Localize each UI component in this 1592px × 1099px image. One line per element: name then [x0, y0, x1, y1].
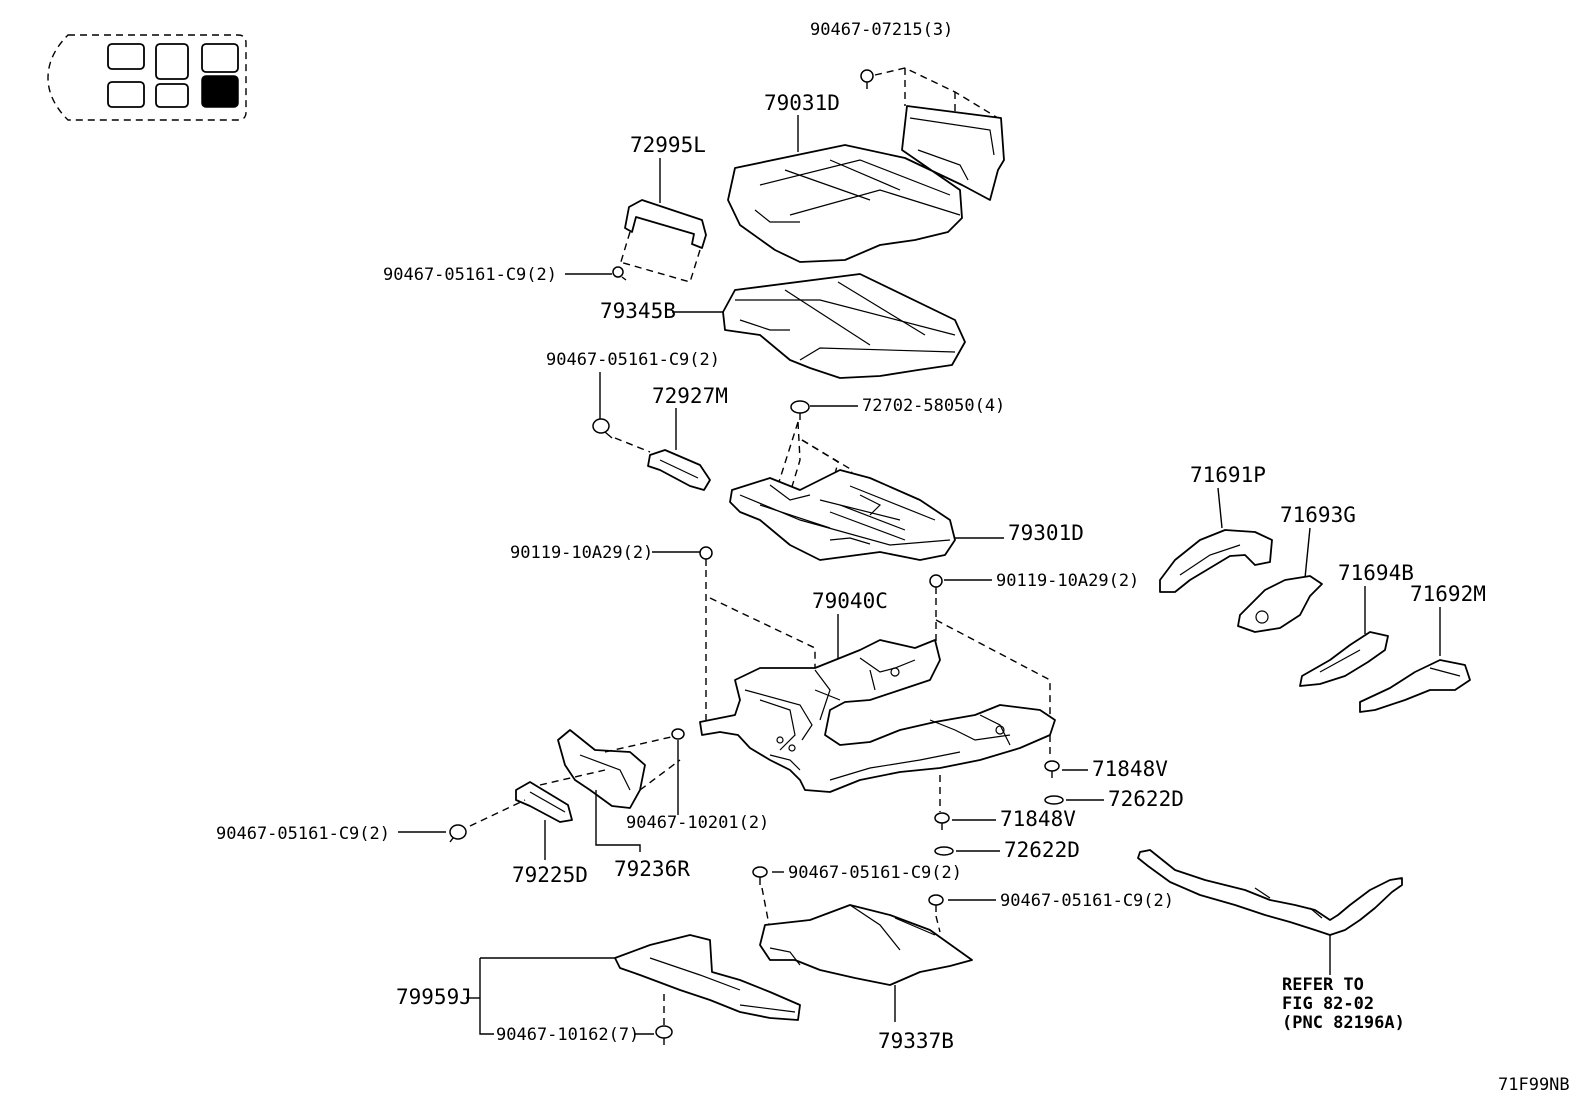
label-79959J: 79959J [396, 985, 472, 1009]
washer-icon [934, 846, 954, 856]
clip-icon [449, 824, 467, 840]
part-79031D-seat-cover: 90467-07215(3) 79031D [727, 20, 1005, 263]
label-90467-10162: 90467-10162(7) [496, 1025, 639, 1045]
clip-icon [934, 812, 950, 824]
reference-line-1: REFER TO [1282, 975, 1364, 995]
clip-icon [860, 69, 874, 83]
part-79959J-cover: 79959J 90467-10162(7) [396, 934, 801, 1045]
label-90467-05161-c: 90467-05161-C9(2) [216, 824, 390, 844]
clip-icon [592, 418, 610, 434]
label-79345B: 79345B [600, 299, 676, 323]
label-72622D-a: 72622D [1108, 787, 1184, 811]
part-71691P: 71691P [1159, 463, 1273, 593]
screw-icon [790, 400, 810, 414]
label-79236R: 79236R [614, 857, 690, 881]
part-79040C-seat-frame: 79040C [699, 589, 1056, 793]
part-79236R-cover: 90467-10201(2) 79236R [557, 728, 769, 881]
label-79040C: 79040C [812, 589, 888, 613]
reference-line-2: FIG 82-02 [1282, 994, 1374, 1014]
wire-harness: REFER TO FIG 82-02 (PNC 82196A) [1137, 849, 1405, 1033]
part-79225D-cover: 90467-05161-C9(2) 79225D [216, 769, 606, 887]
label-79337B: 79337B [878, 1029, 954, 1053]
label-90467-05161-e: 90467-05161-C9(2) [1000, 891, 1174, 911]
label-90119-10A29-b: 90119-10A29(2) [996, 571, 1139, 591]
label-71691P: 71691P [1190, 463, 1266, 487]
part-79301D-cushion-frame: 72702-58050(4) 79301D [729, 396, 1084, 561]
label-72622D-b: 72622D [1004, 838, 1080, 862]
label-72702-58050: 72702-58050(4) [862, 396, 1005, 416]
part-79345B-seat-pad: 79345B [600, 273, 966, 379]
label-71693G: 71693G [1280, 503, 1356, 527]
bolt-icon [929, 574, 943, 588]
label-72995L: 72995L [630, 133, 706, 157]
label-90467-05161-d: 90467-05161-C9(2) [788, 863, 962, 883]
clip-icon [1044, 760, 1060, 772]
part-71693G: 71693G [1237, 503, 1356, 633]
label-71848V-a: 71848V [1092, 757, 1168, 781]
label-79301D: 79301D [1008, 521, 1084, 545]
label-71848V-b: 71848V [1000, 807, 1076, 831]
part-71692M: 71692M [1359, 582, 1486, 713]
clip-icon [928, 894, 944, 906]
reference-line-3: (PNC 82196A) [1282, 1013, 1405, 1033]
label-90467-10201: 90467-10201(2) [626, 813, 769, 833]
clip-icon [671, 728, 685, 740]
clip-icon [655, 1025, 673, 1039]
label-90467-07215: 90467-07215(3) [810, 20, 953, 40]
label-79031D: 79031D [764, 91, 840, 115]
bolts-90119-10A29: 90119-10A29(2) 90119-10A29(2) [510, 543, 1139, 725]
label-90467-05161-a: 90467-05161-C9(2) [383, 265, 557, 285]
part-72927M-cover: 90467-05161-C9(2) 72927M [546, 350, 728, 491]
label-90467-05161-b: 90467-05161-C9(2) [546, 350, 720, 370]
clip-icon [752, 866, 768, 878]
highlighted-seat-icon [201, 75, 239, 108]
bolt-icon [699, 546, 713, 560]
label-71694B: 71694B [1338, 561, 1414, 585]
label-72927M: 72927M [652, 384, 728, 408]
label-71692M: 71692M [1410, 582, 1486, 606]
washer-icon [1044, 795, 1064, 805]
label-90119-10A29-a: 90119-10A29(2) [510, 543, 653, 563]
seat-locator-icon [47, 34, 247, 121]
fasteners-71848V-72622D: 71848V 72622D 71848V 72622D [934, 735, 1184, 862]
figure-code: 71F99NB [1498, 1075, 1570, 1095]
part-79337B-cover: 90467-05161-C9(2) 90467-05161-C9(2) 7933… [752, 863, 1174, 1053]
clip-icon [612, 266, 624, 278]
part-72995L-cover: 72995L 90467-05161-C9(2) [383, 133, 707, 285]
part-71694B: 71694B [1299, 561, 1414, 687]
label-79225D: 79225D [512, 863, 588, 887]
